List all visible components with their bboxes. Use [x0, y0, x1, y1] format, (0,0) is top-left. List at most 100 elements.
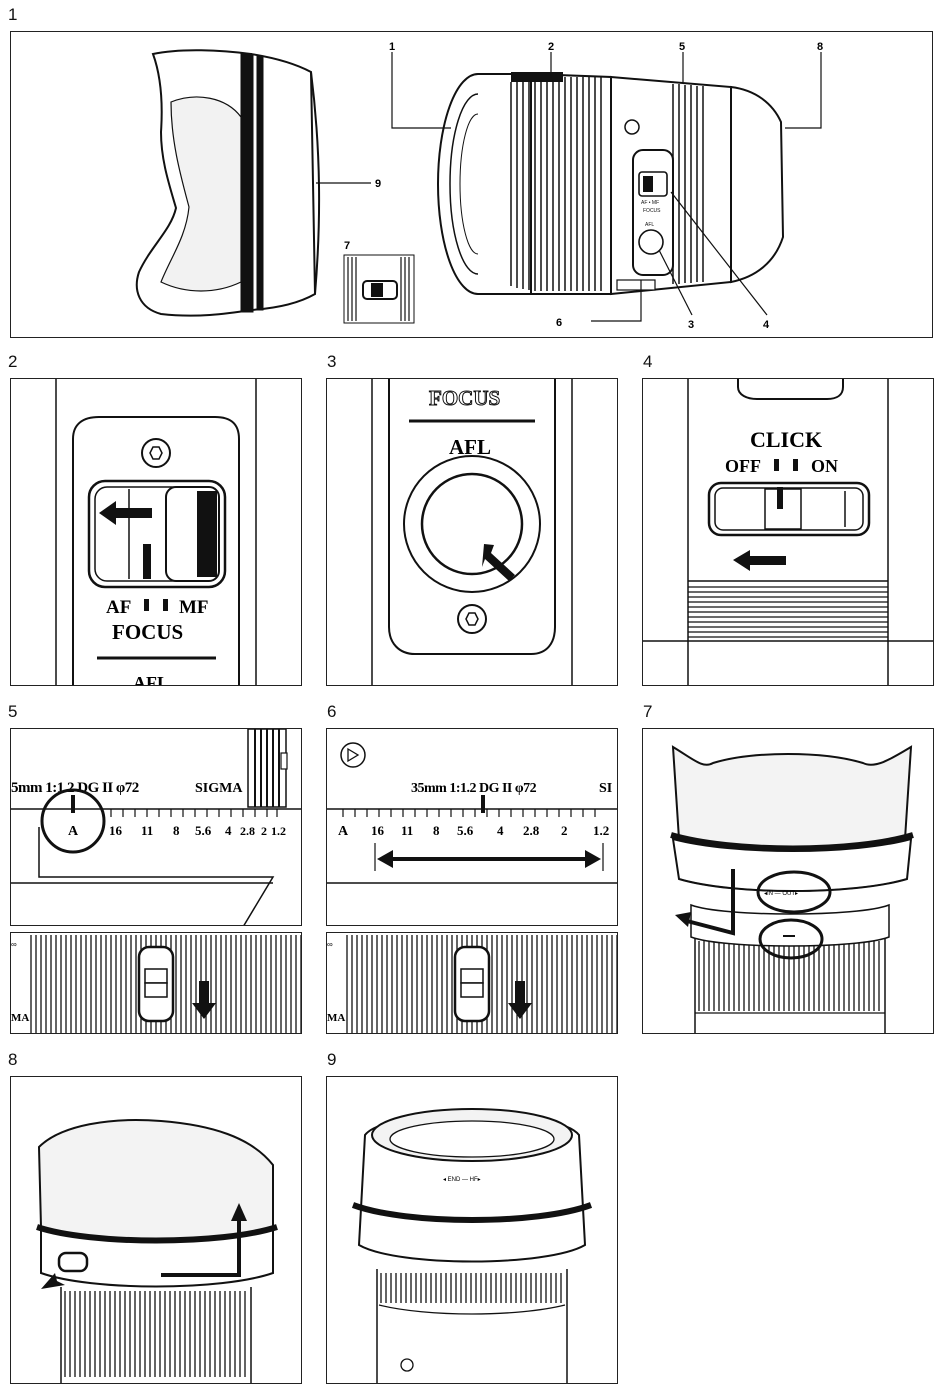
- callout-4: 4: [763, 319, 770, 331]
- figure-number-6: 6: [327, 702, 337, 721]
- aperture-scale-range-illustration: 35mm 1:1.2 DG II φ72 SI A 16 11 8 5.6 4 …: [327, 742, 617, 884]
- scale-16: 16: [109, 823, 123, 838]
- figure-3-panel: FOCUS AFL: [326, 378, 618, 686]
- screw-icon: [141, 438, 171, 468]
- figure-4-panel: CLICK OFF ON: [642, 378, 934, 686]
- figure-5-scale-panel: 5mm 1:1.2 DG II φ72 SIGMA A 16 11 8 5.6 …: [10, 728, 302, 926]
- highlight-circle-hood: [756, 870, 832, 914]
- callout-8: 8: [817, 41, 823, 53]
- figure-1-panel: AF • MF FOCUS AFL 1 2 5 8 9 7 6 3 4: [10, 31, 933, 338]
- aperture-a-icon: [340, 742, 366, 768]
- afl-label: AFL: [449, 435, 491, 459]
- lens-name-text: 5mm 1:1.2 DG II φ72: [11, 780, 139, 796]
- click-switch-illustration: CLICK OFF ON: [643, 379, 933, 685]
- hood-in-out-mark: ◂ END — HF▸: [443, 1177, 481, 1183]
- scale-ticks: [342, 809, 596, 817]
- hood-reverse-storage-illustration: ◂ END — HF▸: [351, 1108, 593, 1383]
- figure-number-9: 9: [327, 1050, 337, 1069]
- scale-16: 16: [371, 823, 385, 838]
- arrow-left-icon: [733, 550, 786, 571]
- scale-1-2: 1.2: [271, 824, 286, 838]
- scale-1-2: 1.2: [593, 823, 609, 838]
- arrow-left-icon: [99, 501, 152, 525]
- lens-and-hood-overview-illustration: AF • MF FOCUS AFL 1 2 5 8 9 7 6 3 4: [135, 41, 823, 331]
- lens-switch-af-mf-label: AF • MF: [641, 200, 659, 206]
- aperture-ring-lock-illustration: ∞ MA: [327, 935, 617, 1033]
- figure-number-2: 2: [8, 352, 18, 371]
- figure-7-panel: ◂IN — OUT▸: [642, 728, 934, 1034]
- scale-2-8: 2.8: [240, 824, 255, 838]
- figure-number-1: 1: [8, 5, 18, 24]
- scale-4: 4: [225, 823, 232, 838]
- scale-5-6: 5.6: [195, 823, 212, 838]
- aperture-ring-lock-illustration: ∞ MA: [11, 935, 301, 1033]
- scale-11: 11: [401, 823, 413, 838]
- mf-label: MF: [179, 597, 209, 618]
- afl-button-illustration: FOCUS AFL: [371, 379, 573, 685]
- figure-number-4: 4: [643, 352, 653, 371]
- brand-text: SIGMA: [195, 781, 243, 796]
- figure-number-5: 5: [8, 702, 18, 721]
- lens-hood-knurl-band: [240, 53, 264, 313]
- screw-icon: [457, 604, 487, 634]
- figure-number-8: 8: [8, 1050, 18, 1069]
- highlight-circle-lens: [758, 918, 824, 960]
- arrow-rotate-icon: [675, 869, 735, 936]
- lens-body-drawing: [437, 72, 785, 296]
- arrow-down-icon: [192, 981, 216, 1019]
- side-mark: MA: [327, 1012, 345, 1024]
- lens-name-text: 35mm 1:1.2 DG II φ72: [411, 781, 537, 796]
- scale-ticks: [110, 809, 278, 817]
- arrow-press-icon: [41, 1273, 65, 1289]
- lens-barrel-ribs: [64, 1291, 246, 1377]
- callout-5: 5: [679, 41, 685, 53]
- figure-number-7: 7: [643, 702, 653, 721]
- callout-7: 7: [344, 240, 350, 252]
- scale-8: 8: [433, 823, 440, 838]
- lens-hood-drawing: [135, 49, 321, 317]
- aperture-scale-a-illustration: 5mm 1:1.2 DG II φ72 SIGMA A 16 11 8 5.6 …: [11, 729, 301, 925]
- figure-5-ring-panel: ∞ MA: [10, 932, 302, 1034]
- scale-2: 2: [561, 823, 568, 838]
- figure-6-scale-panel: 35mm 1:1.2 DG II φ72 SI A 16 11 8 5.6 4 …: [326, 728, 618, 926]
- focus-ring-band: [511, 72, 563, 82]
- hood-lock-inset: [343, 254, 415, 324]
- index-mark: [71, 795, 75, 813]
- off-label: OFF: [725, 456, 761, 476]
- index-mark: [481, 795, 485, 813]
- switch-indicator-bar: [777, 487, 783, 509]
- callout-9: 9: [375, 178, 381, 190]
- arrow-press-icon: [482, 544, 515, 581]
- scale-2-8: 2.8: [523, 823, 540, 838]
- arrow-rotate-icon: [161, 1203, 247, 1277]
- lens-barrel-ribs: [380, 1273, 562, 1303]
- infinity-mark: ∞: [11, 940, 17, 949]
- lens-switch-panel: [616, 119, 674, 291]
- scale-a: A: [338, 824, 349, 839]
- lens-switch-focus-label: FOCUS: [643, 208, 661, 214]
- hood-remove-illustration: [36, 1119, 278, 1383]
- lens-afl-label: AFL: [645, 222, 654, 228]
- figure-2-panel: AF MF FOCUS AFL: [10, 378, 302, 686]
- side-mark: MA: [11, 1012, 29, 1024]
- double-arrow-range-icon: [377, 850, 601, 868]
- brand-text: SI: [599, 781, 612, 796]
- callout-6: 6: [556, 317, 562, 329]
- af-label: AF: [106, 597, 131, 618]
- afl-button: [420, 472, 524, 576]
- hood-lock-button: [57, 1251, 89, 1273]
- callout-2: 2: [548, 41, 554, 53]
- lens-barrel-ribs: [698, 941, 880, 1011]
- focus-label: FOCUS: [429, 386, 500, 410]
- figure-8-panel: [10, 1076, 302, 1384]
- grip-ribs: [688, 586, 888, 638]
- afl-label-partial: AFL: [133, 673, 169, 686]
- hood-attach-illustration: ◂IN — OUT▸: [670, 745, 914, 1033]
- figure-number-3: 3: [327, 352, 337, 371]
- callout-leader-lines: [316, 52, 822, 322]
- af-mf-switch-illustration: AF MF FOCUS AFL: [55, 379, 257, 686]
- callout-1: 1: [389, 41, 395, 53]
- figure-6-ring-panel: ∞ MA: [326, 932, 618, 1034]
- callout-3: 3: [688, 319, 694, 331]
- highlight-circle: [40, 788, 106, 854]
